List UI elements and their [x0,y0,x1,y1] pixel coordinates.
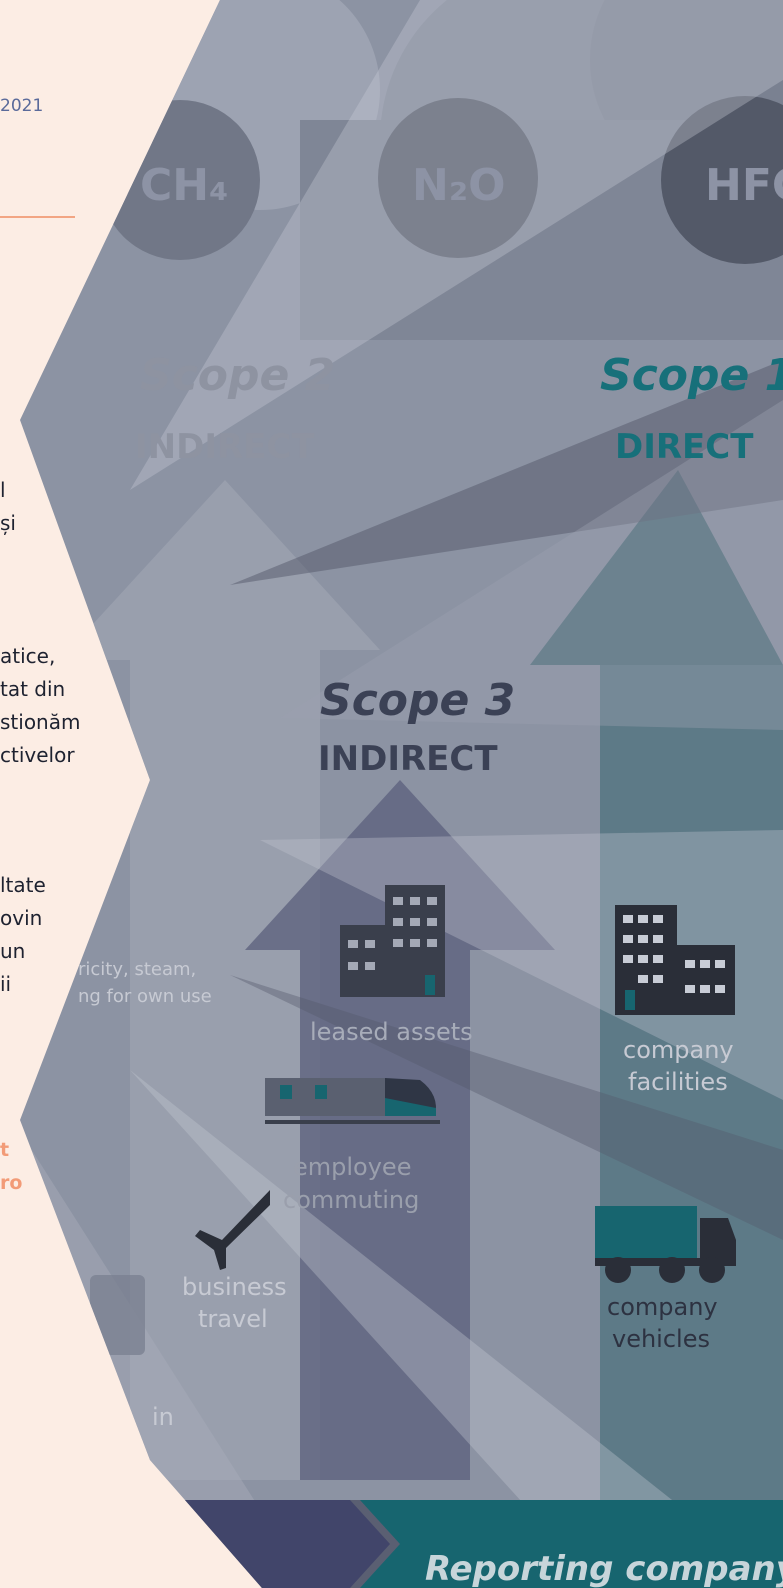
body-fragment: și [0,511,16,535]
business-travel-label: business [182,1273,287,1301]
gas-n2o-label: N₂O [412,160,506,211]
body-fragment: atice, [0,644,56,668]
scope3-title: Scope 3 [320,675,515,726]
tank-icon [90,1275,145,1355]
reporting-company-banner: Reporting company [425,1549,783,1588]
buildings-icon [615,905,735,1015]
body-fragment: ltate [0,873,46,897]
leased-building-icon [340,885,445,997]
electricity-label: ng for own use [78,986,212,1007]
employee-commuting-label: employee [293,1153,411,1181]
hfc-bubble [661,96,783,264]
publish-date: 2021 [0,96,44,116]
company-vehicles-label: vehicles [612,1325,710,1353]
body-fragment: tat din [0,677,66,701]
company-facilities-label: facilities [628,1068,728,1096]
plane-icon [195,1190,270,1270]
truck-icon [595,1206,736,1283]
train-icon [265,1078,440,1124]
cta-link[interactable]: t [0,1139,10,1161]
scope1-title: Scope 1 [600,350,783,401]
gas-ch4-label: CH₄ [140,160,228,211]
electricity-label: ricity, steam, [78,959,196,980]
body-fragment: ii [0,972,12,996]
business-travel-label: travel [198,1305,268,1333]
company-vehicles-label: company [607,1293,718,1321]
scope2-title: Scope 2 [140,350,335,401]
leased-assets-label: leased assets [310,1018,473,1046]
divider [0,216,75,218]
n2o-bubble [378,98,538,258]
body-fragment: ovin [0,906,43,930]
cta-link[interactable]: ro [0,1172,23,1194]
body-fragment: un [0,939,26,963]
employee-commuting-label: commuting [283,1186,419,1214]
body-fragment: ctivelor [0,743,75,767]
in-fragment: in [152,1403,174,1431]
scope2-subtitle: INDIRECT [135,427,315,467]
body-fragment: stionăm [0,710,81,734]
scope1-subtitle: DIRECT [615,427,754,467]
gas-hfc-label: HFC [705,160,783,211]
company-facilities-label: company [623,1036,734,1064]
scope3-subtitle: INDIRECT [318,739,498,779]
